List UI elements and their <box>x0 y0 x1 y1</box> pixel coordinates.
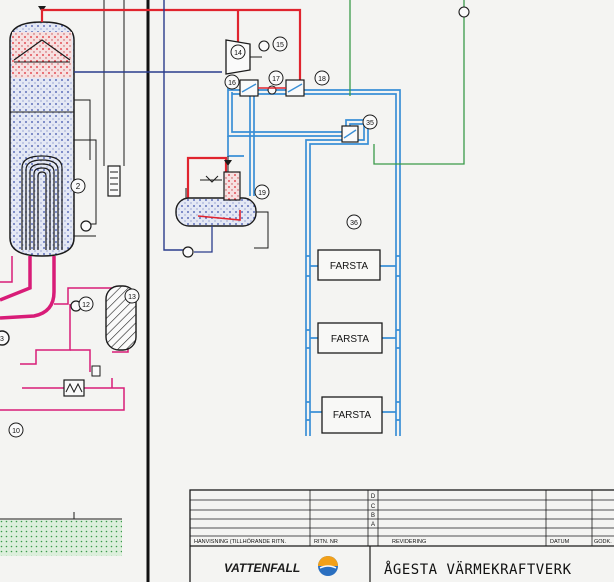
cooling-pond <box>0 512 122 556</box>
circulation-pump <box>80 220 92 232</box>
svg-text:3: 3 <box>0 336 4 343</box>
svg-text:2: 2 <box>76 182 81 191</box>
svg-text:A: A <box>371 522 375 528</box>
svg-text:FARSTA: FARSTA <box>330 261 368 272</box>
heat-exchanger-16 <box>239 79 259 97</box>
steam-line <box>40 8 302 200</box>
callout-19: 19 <box>254 184 270 200</box>
svg-text:RITN. NR: RITN. NR <box>314 539 338 545</box>
svg-text:14: 14 <box>234 50 242 57</box>
svg-text:REVIDERING: REVIDERING <box>392 539 426 545</box>
vattenfall-logo: VATTENFALL <box>224 556 338 576</box>
svg-text:HANVISNING (TILLHÖRANDE RITN.: HANVISNING (TILLHÖRANDE RITN. <box>194 538 286 545</box>
svg-text:B: B <box>371 513 375 519</box>
callout-13: 13 <box>124 288 140 304</box>
cooling-pump <box>458 6 470 18</box>
svg-text:36: 36 <box>350 220 358 227</box>
feed-pump <box>182 246 194 258</box>
svg-text:19: 19 <box>258 190 266 197</box>
callout-3: 3 <box>0 336 4 343</box>
consumer-farsta-1: FARSTA <box>317 249 381 281</box>
callout-10: 10 <box>8 422 24 438</box>
consumer-farsta-2: FARSTA <box>317 322 383 354</box>
title-block: D C B A HANVISNING (TILLHÖRANDE RITN. RI… <box>189 489 614 582</box>
callout-35: 35 <box>362 114 378 130</box>
callout-16: 16 <box>224 74 240 90</box>
svg-text:D: D <box>371 494 376 500</box>
svg-text:35: 35 <box>366 120 374 127</box>
primary-circuit <box>0 256 129 411</box>
reactor-vessel <box>9 6 75 257</box>
primary-pump-3 <box>0 330 10 346</box>
heat-exchanger-18 <box>285 79 305 97</box>
callout-18: 18 <box>314 70 330 86</box>
feed-line-vertical <box>163 0 184 251</box>
plant-name: ÅGESTA VÄRMEKRAFTVERK <box>384 560 572 578</box>
svg-text:18: 18 <box>318 76 326 83</box>
feed-tank <box>175 156 257 227</box>
svg-text:16: 16 <box>228 80 236 87</box>
level-instrument <box>103 0 125 197</box>
svg-text:DATUM: DATUM <box>550 539 570 545</box>
svg-text:10: 10 <box>12 428 20 435</box>
svg-text:GODK.: GODK. <box>594 539 612 545</box>
svg-text:12: 12 <box>82 302 90 309</box>
callout-14: 14 <box>230 44 246 60</box>
callout-2: 2 <box>70 178 86 194</box>
svg-text:15: 15 <box>276 42 284 49</box>
auxiliary-lines <box>74 99 97 237</box>
heat-exchanger-35 <box>341 125 359 143</box>
consumer-farsta-3: FARSTA <box>321 396 383 434</box>
svg-text:13: 13 <box>128 294 136 301</box>
svg-text:FARSTA: FARSTA <box>333 410 371 421</box>
callout-12: 12 <box>78 296 94 312</box>
callout-36: 36 <box>346 214 362 230</box>
cooling-water-line <box>349 0 465 165</box>
svg-text:C: C <box>371 504 376 510</box>
svg-text:VATTENFALL: VATTENFALL <box>224 561 300 575</box>
valve <box>91 365 101 377</box>
reactor-tube-bundle <box>21 155 63 250</box>
component-callouts: 2 10 12 13 14 15 16 17 18 19 35 36 3 <box>0 36 378 438</box>
svg-text:FARSTA: FARSTA <box>331 334 369 345</box>
small-heat-exchanger <box>63 379 85 397</box>
callout-17: 17 <box>268 70 284 86</box>
callout-15: 15 <box>272 36 288 52</box>
svg-text:17: 17 <box>272 76 280 83</box>
